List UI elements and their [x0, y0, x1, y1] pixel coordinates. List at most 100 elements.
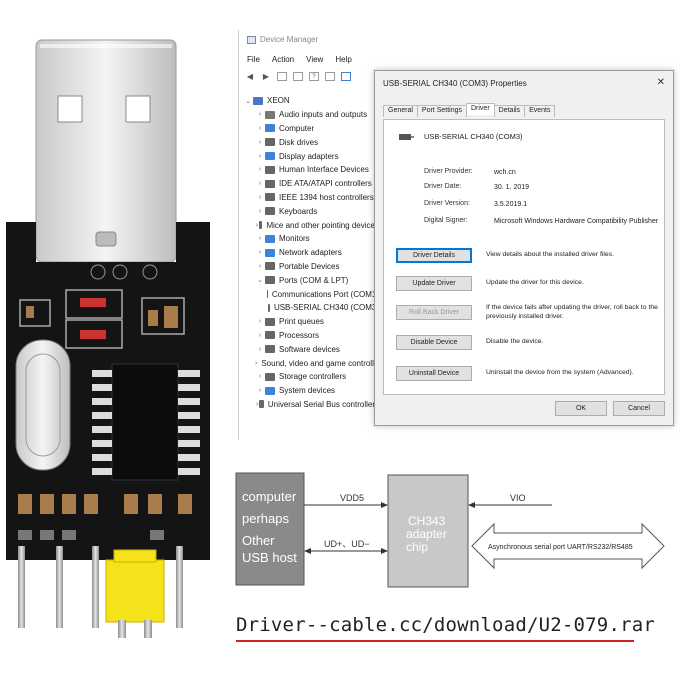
expand-chevron-icon[interactable]: ›: [258, 138, 262, 146]
tab-details[interactable]: Details: [493, 105, 526, 117]
help-icon[interactable]: ?: [309, 72, 319, 81]
tree-item-label: System devices: [279, 386, 336, 396]
tree-item[interactable]: ›Software devices: [243, 342, 379, 356]
tree-item[interactable]: USB-SERIAL CH340 (COM3): [243, 301, 379, 315]
uninstall-device-button[interactable]: Uninstall Device: [396, 366, 472, 381]
digital-signer-key: Digital Signer:: [424, 217, 468, 224]
expand-chevron-icon[interactable]: ›: [258, 235, 262, 243]
tree-item-label: Portable Devices: [279, 261, 340, 271]
expand-chevron-icon[interactable]: ⌄: [245, 97, 251, 105]
menu-help[interactable]: Help: [335, 55, 352, 64]
device-category-icon: [265, 372, 275, 381]
expand-chevron-icon[interactable]: ›: [258, 249, 262, 257]
expand-chevron-icon[interactable]: ⌄: [257, 277, 263, 285]
driver-details-button[interactable]: Driver Details: [396, 248, 472, 263]
cancel-button[interactable]: Cancel: [613, 401, 665, 416]
roll-back-driver-button[interactable]: Roll Back Driver: [396, 305, 472, 320]
tree-item[interactable]: ›Print queues: [243, 315, 379, 329]
expand-chevron-icon[interactable]: ›: [256, 400, 259, 408]
pcb: [6, 222, 210, 560]
scan-icon[interactable]: [325, 72, 335, 81]
properties-dialog: USB-SERIAL CH340 (COM3) Properties ✕ Gen…: [374, 70, 674, 426]
tree-item[interactable]: ›IDE ATA/ATAPI controllers: [243, 177, 379, 191]
driver-download-text: Driver--cable.cc/download/U2-079.rar: [236, 614, 656, 636]
host-line-4: USB host: [242, 550, 297, 565]
dialog-tabs: General Port Settings Driver Details Eve…: [383, 103, 556, 117]
tree-item[interactable]: ›Mice and other pointing devices: [243, 218, 379, 232]
forward-arrow-icon[interactable]: ▶: [262, 72, 270, 81]
device-category-icon: [265, 179, 275, 188]
expand-chevron-icon[interactable]: ›: [258, 387, 262, 395]
disable-device-row: Disable Device Disable the device.: [396, 335, 664, 350]
tab-port-settings[interactable]: Port Settings: [416, 105, 467, 117]
document-icon[interactable]: [293, 72, 303, 81]
tree-item[interactable]: ›IEEE 1394 host controllers: [243, 191, 379, 205]
port-device-icon: [399, 134, 414, 140]
tree-item-label: Human Interface Devices: [279, 165, 369, 175]
tree-item[interactable]: ›Computer: [243, 122, 379, 136]
tree-item-label: Network adapters: [279, 248, 342, 258]
driver-version-row: Driver Version: 3.5.2019.1: [424, 200, 664, 209]
expand-chevron-icon[interactable]: ›: [258, 111, 262, 119]
expand-chevron-icon[interactable]: ›: [258, 373, 262, 381]
tab-events[interactable]: Events: [524, 105, 556, 117]
header-pins: [18, 546, 183, 628]
device-category-icon: [265, 331, 275, 340]
menu-action[interactable]: Action: [271, 55, 295, 64]
tree-item[interactable]: ›Keyboards: [243, 204, 379, 218]
uninstall-device-desc: Uninstall the device from the system (Ad…: [486, 369, 634, 377]
tree-item[interactable]: › Network adapters: [243, 246, 379, 260]
update-driver-button[interactable]: Update Driver: [396, 276, 472, 291]
expand-chevron-icon[interactable]: ›: [255, 359, 258, 367]
chip-line-2: adapter: [406, 527, 447, 541]
tree-item[interactable]: › Human Interface Devices: [243, 163, 379, 177]
tab-general[interactable]: General: [383, 105, 418, 117]
tree-item[interactable]: ⌄Ports (COM & LPT): [243, 273, 379, 287]
expand-chevron-icon[interactable]: ›: [258, 207, 262, 215]
download-underline: [236, 640, 634, 642]
tree-item[interactable]: ›Display adapters: [243, 149, 379, 163]
tree-item[interactable]: ›Universal Serial Bus controllers: [243, 398, 379, 412]
expand-chevron-icon[interactable]: ›: [258, 345, 262, 353]
tree-item[interactable]: ›Audio inputs and outputs: [243, 108, 379, 122]
tree-item[interactable]: › System devices: [243, 384, 379, 398]
device-category-icon: [265, 110, 275, 119]
expand-chevron-icon[interactable]: ›: [258, 318, 262, 326]
disable-device-button[interactable]: Disable Device: [396, 335, 472, 350]
expand-chevron-icon[interactable]: ›: [258, 152, 262, 160]
tab-driver[interactable]: Driver: [465, 103, 495, 115]
close-icon[interactable]: ✕: [656, 77, 665, 88]
device-category-icon: [265, 276, 275, 285]
device-category-icon: [265, 248, 275, 257]
tree-item-label: Monitors: [279, 234, 310, 244]
properties-icon[interactable]: [277, 72, 287, 81]
expand-chevron-icon[interactable]: ›: [255, 221, 259, 229]
tree-item[interactable]: ›Processors: [243, 329, 379, 343]
driver-date-value: 30. 1. 2019: [494, 184, 530, 191]
menu-view[interactable]: View: [306, 55, 324, 64]
expand-chevron-icon[interactable]: ›: [258, 262, 262, 270]
expand-chevron-icon[interactable]: ›: [258, 193, 262, 201]
tree-item[interactable]: Communications Port (COM1): [243, 287, 379, 301]
expand-chevron-icon[interactable]: ›: [258, 331, 262, 339]
device-category-icon: [259, 400, 264, 409]
monitor-icon[interactable]: [341, 72, 351, 81]
serial-arrow-label: Asynchronous serial port UART/RS232/RS48…: [488, 544, 633, 551]
menu-file[interactable]: File: [247, 55, 260, 64]
back-arrow-icon[interactable]: ◀: [246, 72, 254, 81]
tree-item[interactable]: › Monitors: [243, 232, 379, 246]
dialog-title: USB-SERIAL CH340 (COM3) Properties: [383, 79, 527, 88]
tree-item[interactable]: › Portable Devices: [243, 260, 379, 274]
digital-signer-row: Digital Signer: Microsoft Windows Hardwa…: [424, 217, 664, 226]
menu-bar: File Action View Help: [247, 55, 352, 64]
tree-item[interactable]: ›Storage controllers: [243, 370, 379, 384]
expand-chevron-icon[interactable]: ›: [258, 180, 262, 188]
ok-button[interactable]: OK: [555, 401, 607, 416]
vio-label: VIO: [510, 493, 526, 503]
tree-item[interactable]: ›Disk drives: [243, 135, 379, 149]
expand-chevron-icon[interactable]: ›: [258, 124, 262, 132]
tree-item[interactable]: ⌄XEON: [243, 94, 379, 108]
expand-chevron-icon[interactable]: ›: [258, 166, 262, 174]
tree-item[interactable]: ›Sound, video and game controllers: [243, 356, 385, 370]
device-category-icon: [265, 152, 275, 161]
